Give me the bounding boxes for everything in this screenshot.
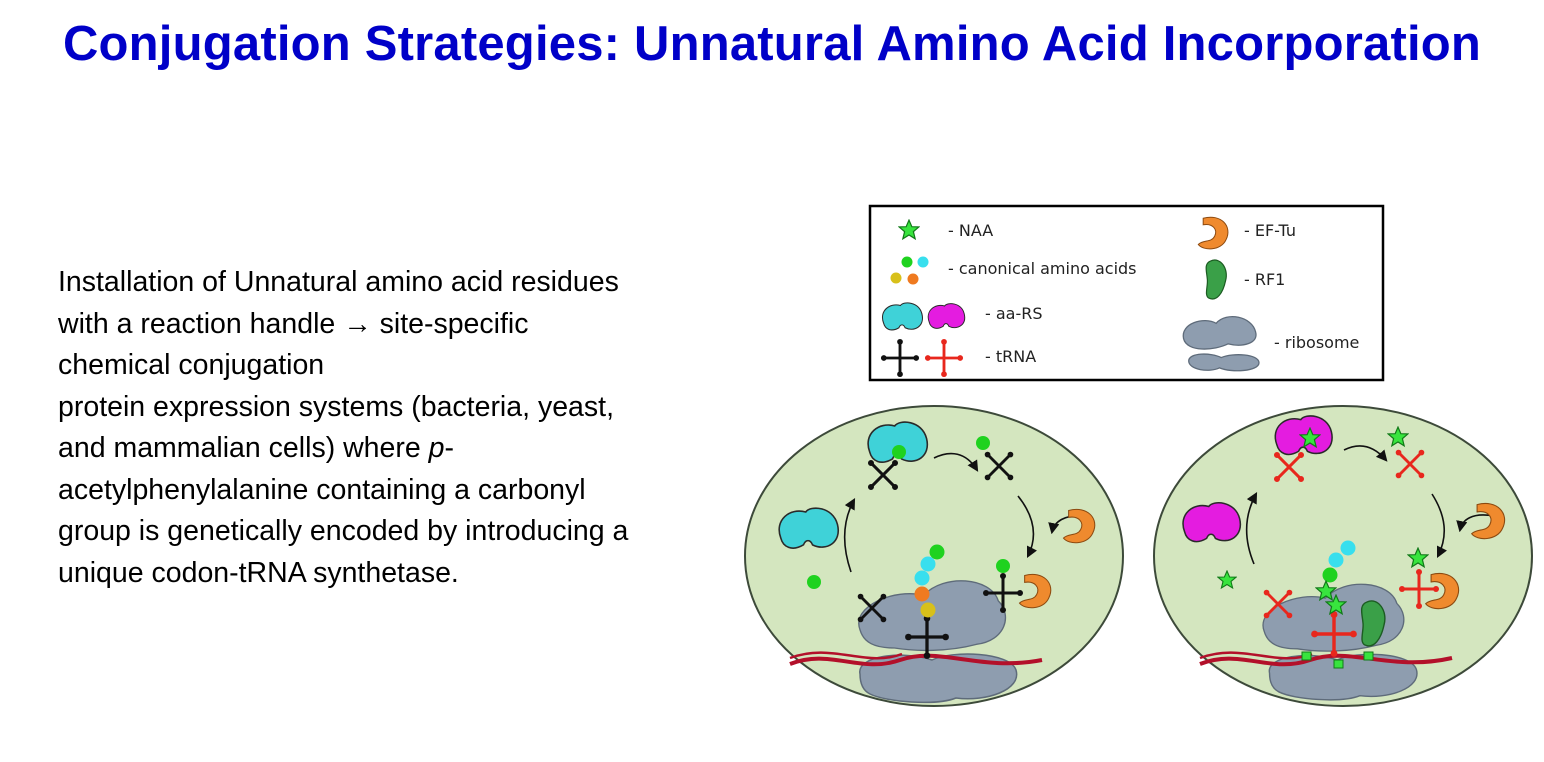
body-line: protein expression systems (bacteria, ye… (58, 390, 614, 423)
body-line: chemical conjugation (58, 349, 325, 381)
legend-aars-label: - aa-RS (985, 304, 1043, 323)
growing-peptide (914, 544, 945, 618)
body-line: unique codon-tRNA synthetase. (58, 556, 459, 589)
body-line: and mammalian cells) where p- (58, 432, 454, 464)
mrna-strand (1199, 651, 1313, 660)
cycle-arrow-icon (843, 498, 856, 573)
amino-acid (807, 575, 821, 589)
cycle-arrow-icon (1431, 493, 1448, 559)
arrow-right-icon: → (343, 307, 372, 340)
amino-acid (996, 559, 1010, 573)
legend: - NAA - canonical amino acids - aa-RS - … (868, 204, 1385, 382)
legend-box (868, 204, 1385, 382)
legend-trna-label: - tRNA (985, 347, 1036, 366)
legend-ribosome-label: - ribosome (1274, 333, 1359, 352)
mrna-strand (789, 651, 903, 660)
ribosome-icon (1182, 315, 1260, 372)
amino-acid (892, 445, 906, 459)
body-line: acetylphenylalanine containing a carbony… (58, 473, 586, 506)
mrna-strand (789, 653, 1043, 667)
orthogonal-translation-cell (1153, 405, 1533, 707)
body-line: Installation of Unnatural amino acid res… (58, 266, 619, 298)
canonical-translation-cell (744, 405, 1124, 707)
page-title: Conjugation Strategies: Unnatural Amino … (62, 17, 1482, 71)
legend-canonical-label: - canonical amino acids (948, 259, 1137, 278)
growing-peptide (1315, 540, 1356, 615)
cycle-arrow-icon (1343, 445, 1388, 462)
body-line: with a reaction handle → site-specific (58, 307, 529, 340)
legend-rf1-label: - RF1 (1244, 270, 1285, 289)
body-text: Installation of Unnatural amino acid res… (58, 262, 738, 594)
legend-naa-label: - NAA (948, 221, 993, 240)
amino-acid-dot-icon (890, 256, 929, 285)
body-line: group is genetically encoded by introduc… (58, 515, 629, 547)
cycle-arrow-icon (1017, 495, 1038, 559)
cell-membrane (1153, 405, 1533, 707)
amino-acid (976, 436, 990, 450)
amber-codon (1301, 651, 1374, 669)
cycle-arrow-icon (1245, 492, 1258, 565)
legend-eftu-label: - EF-Tu (1244, 221, 1296, 240)
cycle-arrow-icon (933, 452, 979, 472)
